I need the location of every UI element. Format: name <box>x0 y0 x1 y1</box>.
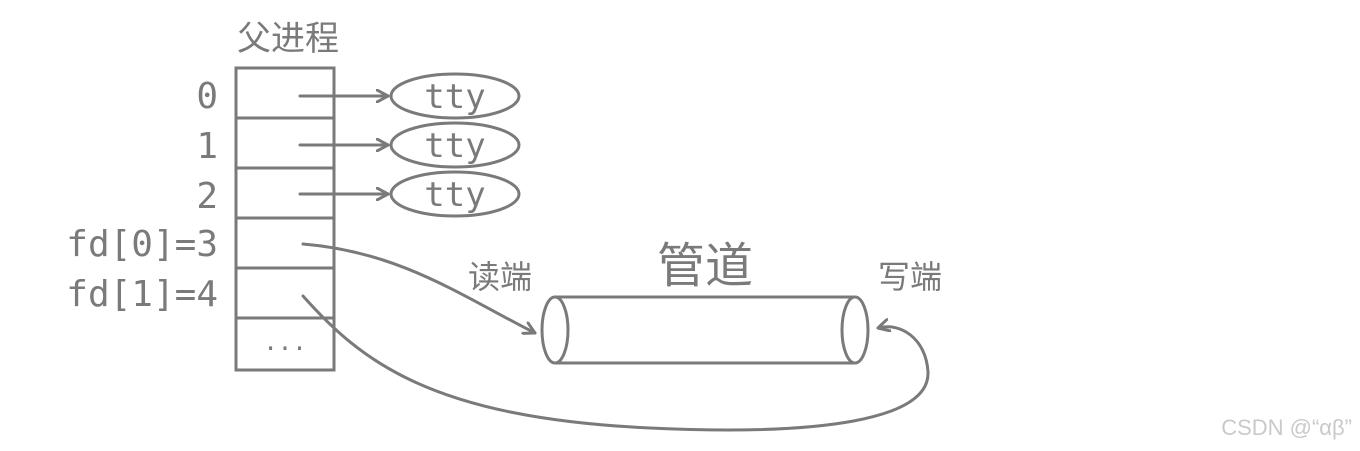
pipe-write-end-cap <box>840 295 870 365</box>
tty-node-0 <box>389 72 521 120</box>
tty-label-0: tty <box>424 77 485 117</box>
fd-label-0: 0 <box>196 76 218 117</box>
arrow-fd3-to-read-end <box>301 242 537 333</box>
tty-node-2 <box>389 170 521 218</box>
pipe-write-end-label: 写端 <box>878 258 942 296</box>
pipe-read-end-label: 读端 <box>468 258 532 296</box>
tty-node-1 <box>389 121 521 169</box>
fd-label-2: 2 <box>196 176 218 217</box>
fd-label-1: 1 <box>196 126 218 167</box>
fd-table-ellipsis: ... <box>263 328 306 356</box>
fd-label-3: fd[0]=3 <box>66 224 218 265</box>
parent-process-title: 父进程 <box>237 19 339 59</box>
pipe-read-end-cap <box>540 295 570 365</box>
tty-label-1: tty <box>424 126 485 166</box>
watermark: CSDN @“αβ” <box>1221 415 1352 440</box>
pipe-cylinder <box>540 295 870 365</box>
tty-label-2: tty <box>424 175 485 215</box>
fd-label-4: fd[1]=4 <box>66 274 218 315</box>
pipe-title: 管道 <box>657 238 753 294</box>
fd-table <box>234 66 336 372</box>
arrow-fd4-to-write-end <box>301 294 930 432</box>
